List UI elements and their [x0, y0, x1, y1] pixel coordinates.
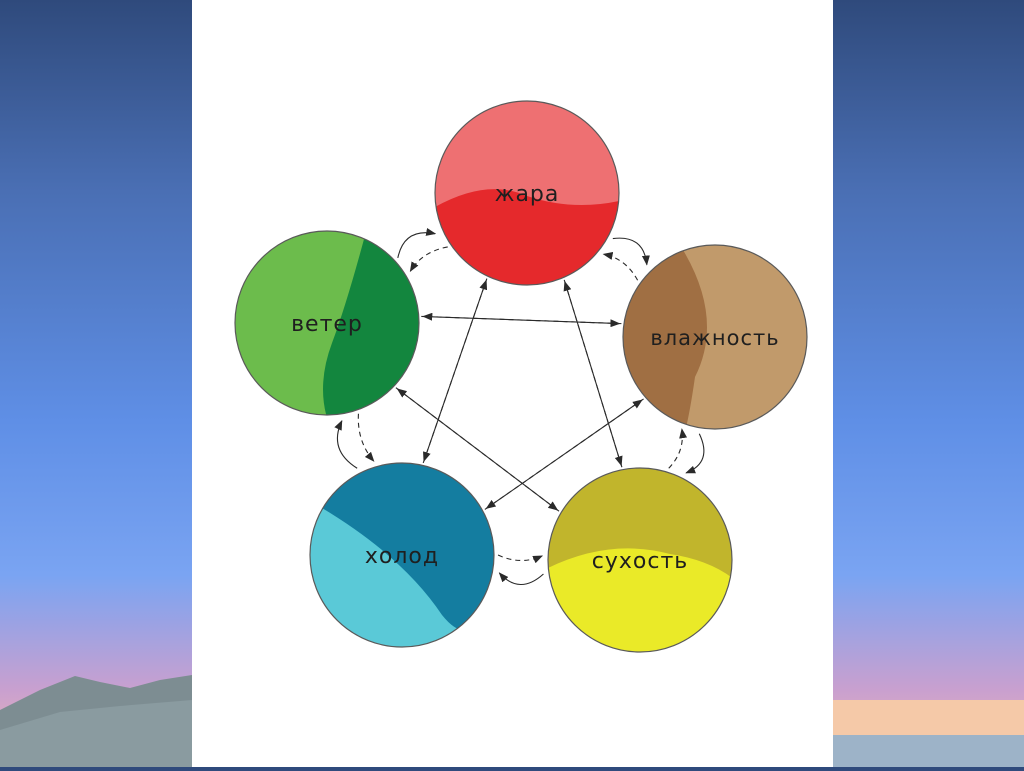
node-humidity-outline	[622, 244, 808, 430]
arrow-dryness-to-cold	[498, 572, 544, 586]
arrow-cold-to-wind	[334, 419, 358, 469]
arrow-humidity-to-heat	[602, 252, 639, 281]
node-wind: ветер	[234, 230, 420, 416]
node-dryness-label: сухость	[592, 549, 688, 574]
node-cold-outline	[309, 462, 495, 648]
node-humidity: влажность	[622, 244, 808, 430]
node-dryness: сухость	[547, 467, 733, 653]
node-cold-label: холод	[365, 544, 439, 569]
right-background-panel	[833, 0, 1024, 767]
arrow-heat-to-humidity	[612, 237, 650, 266]
node-heat-shade	[435, 189, 619, 285]
horizon-landscape-right	[833, 700, 1024, 767]
mountain-landscape-left	[0, 675, 192, 767]
arrows-layer	[334, 228, 705, 586]
left-background-panel	[0, 0, 192, 767]
node-wind-shade	[323, 231, 419, 415]
node-heat-label: жара	[495, 182, 560, 207]
five-elements-diagram: жара влажность сухость холод ветер	[234, 100, 808, 653]
node-dryness-outline	[547, 467, 733, 653]
arrow-humidity-to-cold	[485, 398, 644, 509]
arrow-wind-to-heat	[397, 228, 437, 259]
arrow-humidity-to-dryness	[685, 433, 705, 474]
node-wind-label: ветер	[291, 312, 363, 337]
node-heat-outline	[434, 100, 620, 286]
arrow-dryness-to-humidity	[668, 428, 688, 469]
arrow-cold-to-humidity	[484, 399, 643, 510]
arrow-wind-to-dryness	[395, 387, 559, 511]
nodes-layer: жара влажность сухость холод ветер	[234, 100, 808, 653]
node-humidity-label: влажность	[650, 326, 779, 350]
node-humidity-shade	[623, 245, 707, 429]
node-heat: жара	[434, 100, 620, 286]
node-wind-outline	[234, 230, 420, 416]
arrow-humidity-to-wind	[422, 312, 622, 325]
arrow-wind-to-cold	[357, 413, 375, 462]
slide: жара влажность сухость холод ветер	[192, 0, 833, 767]
arrow-cold-to-dryness	[497, 554, 544, 564]
arrow-heat-to-wind	[409, 246, 448, 273]
node-cold: холод	[309, 462, 495, 648]
